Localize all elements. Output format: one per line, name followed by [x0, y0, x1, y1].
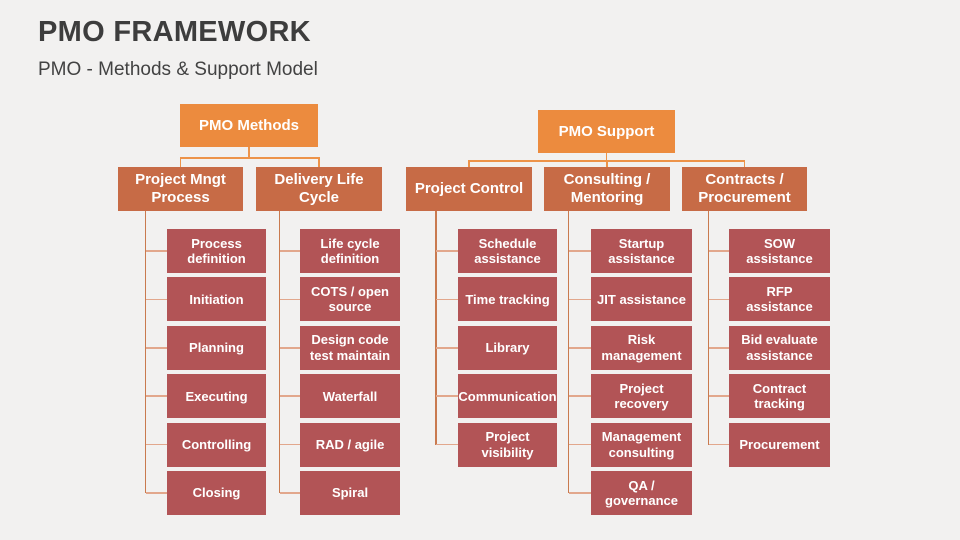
leaf-box: Spiral [300, 471, 400, 515]
leaf-stub-line [708, 298, 729, 301]
leaf-stub-line [436, 250, 458, 252]
leaf-stub-line [708, 250, 729, 252]
slide-subtitle: PMO - Methods & Support Model [38, 59, 318, 80]
leaf-trunk-line [707, 211, 710, 445]
leaf-box: Risk management [591, 325, 692, 370]
branch-stub-line [318, 157, 320, 167]
leaf-stub-line [279, 298, 300, 301]
leaf-box: Waterfall [300, 374, 400, 419]
branch-box: Project Control [406, 167, 532, 211]
leaf-stub-line [145, 395, 167, 397]
leaf-stub-line [568, 492, 591, 494]
leaf-stub-line [708, 347, 729, 349]
root-box: PMO Support [538, 110, 675, 153]
leaf-box: QA / governance [591, 471, 692, 515]
leaf-box: Planning [167, 325, 266, 370]
bus-line [179, 157, 320, 159]
branch-box: Delivery Life Cycle [256, 167, 382, 211]
root-stub-line [248, 147, 250, 157]
leaf-box: Project recovery [591, 374, 692, 419]
leaf-stub-line [145, 347, 167, 349]
leaf-stub-line [568, 250, 591, 252]
leaf-stub-line [568, 443, 591, 446]
leaf-stub-line [145, 443, 167, 446]
leaf-box: Library [458, 325, 557, 370]
leaf-box: Process definition [167, 229, 266, 273]
leaf-stub-line [436, 298, 458, 301]
root-stub-line [605, 153, 608, 160]
leaf-box: Communication [458, 374, 557, 419]
leaf-stub-line [279, 347, 300, 349]
leaf-box: Contract tracking [729, 374, 830, 419]
leaf-stub-line [708, 395, 729, 397]
leaf-stub-line [145, 492, 167, 494]
leaf-stub-line [145, 298, 167, 301]
leaf-stub-line [279, 492, 300, 494]
leaf-box: JIT assistance [591, 277, 692, 322]
leaf-box: Time tracking [458, 277, 557, 322]
leaf-stub-line [279, 250, 300, 252]
branch-box: Consulting / Mentoring [544, 167, 670, 211]
leaf-stub-line [279, 395, 300, 397]
leaf-box: Initiation [167, 277, 266, 322]
branch-box: Contracts / Procurement [682, 167, 807, 211]
leaf-stub-line [279, 443, 300, 446]
leaf-trunk-line [278, 211, 281, 493]
leaf-box: Startup assistance [591, 229, 692, 273]
leaf-stub-line [568, 347, 591, 349]
leaf-stub-line [708, 443, 729, 446]
leaf-box: Bid evaluate assistance [729, 325, 830, 370]
slide-title: PMO FRAMEWORK [38, 16, 311, 48]
leaf-stub-line [568, 395, 591, 397]
leaf-stub-line [568, 298, 591, 301]
leaf-stub-line [436, 347, 458, 349]
leaf-box: Schedule assistance [458, 229, 557, 273]
leaf-box: Executing [167, 374, 266, 419]
leaf-stub-line [436, 443, 458, 446]
leaf-stub-line [436, 395, 458, 397]
branch-box: Project Mngt Process [118, 167, 243, 211]
leaf-box: RFP assistance [729, 277, 830, 322]
leaf-box: Management consulting [591, 422, 692, 467]
branch-stub-line [743, 160, 746, 167]
branch-stub-line [606, 160, 608, 167]
leaf-box: SOW assistance [729, 229, 830, 273]
leaf-box: Closing [167, 471, 266, 515]
leaf-trunk-line [567, 211, 570, 493]
leaf-stub-line [145, 250, 167, 252]
leaf-box: RAD / agile [300, 422, 400, 467]
leaf-box: Design code test maintain [300, 325, 400, 370]
leaf-box: COTS / open source [300, 277, 400, 322]
leaf-trunk-line [144, 211, 147, 493]
leaf-trunk-line [435, 211, 437, 445]
leaf-box: Procurement [729, 422, 830, 467]
leaf-box: Controlling [167, 422, 266, 467]
root-box: PMO Methods [180, 104, 318, 147]
leaf-box: Project visibility [458, 422, 557, 467]
branch-stub-line [179, 157, 182, 167]
branch-stub-line [468, 160, 470, 167]
leaf-box: Life cycle definition [300, 229, 400, 273]
